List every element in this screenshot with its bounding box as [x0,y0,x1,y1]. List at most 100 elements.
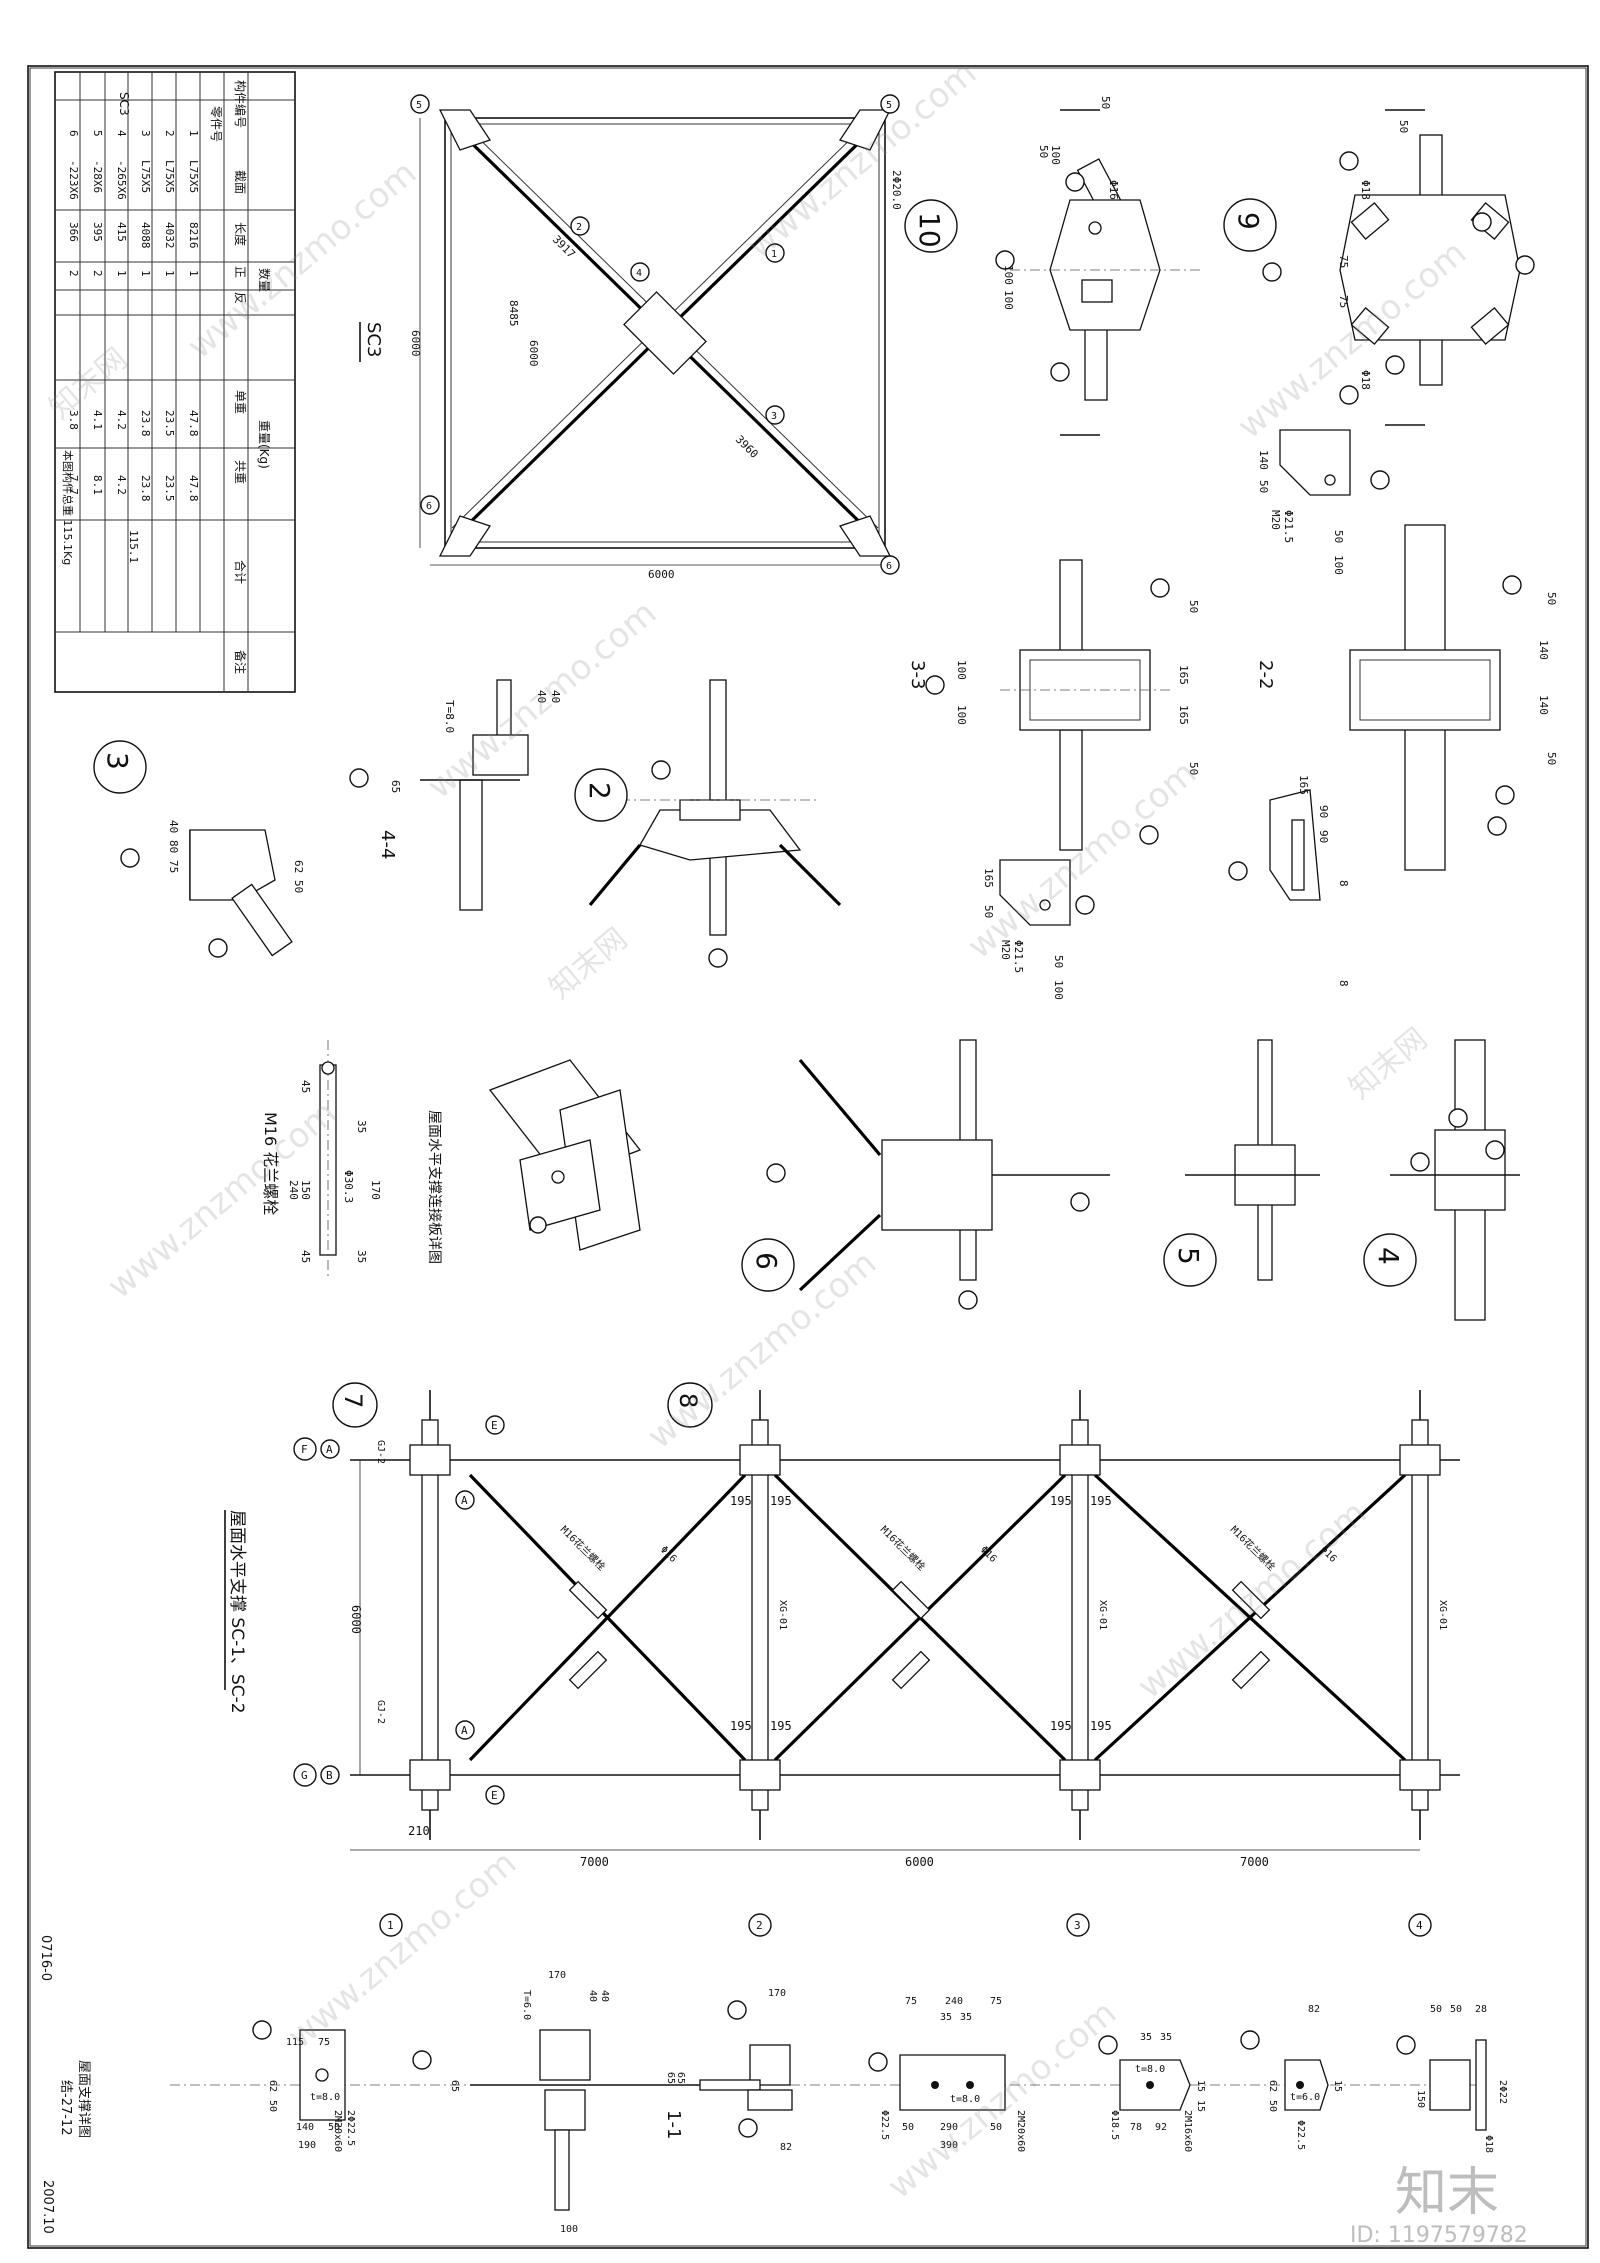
table-row: 3.8 [67,410,80,430]
sc3-mark: 3 [771,411,777,422]
plate-b-dim: M20 [999,940,1012,960]
dim-f: 82 [1308,2004,1320,2015]
dim-g: 150 [1415,2090,1426,2108]
dim-a: t=8.0 [310,2092,340,2103]
dim-d: 390 [940,2140,958,2151]
table-row: 23.8 [139,410,152,437]
plan-gusset: 195 [1050,1719,1072,1733]
dim-f: Φ22.5 [1295,2120,1306,2150]
table-row: 2 [163,130,176,137]
plan-gusset: 195 [1050,1494,1072,1508]
plan-gusset: 195 [770,1719,792,1733]
dim-d: 75 [990,1996,1002,2007]
table-row: 2 [91,270,104,277]
sc3-dim-width: 6000 [648,568,675,581]
dim-b: 170 [548,1970,566,1981]
dim-f: 50 [1267,2100,1278,2112]
section-2-2: 2-2 140 140 50 50 [1255,524,1558,871]
detail-10: 10 50 50 100 100 100 Φ16 [904,96,1200,436]
detail-6: 6 [741,1039,1110,1310]
plan-member: XG-01 [1097,1600,1108,1630]
iso-title: 屋面水平支撑连接板详图 [426,1110,443,1264]
dim-d: 35 [940,2012,952,2023]
sheet-inner-frame [29,67,1587,2247]
plan-tag: E [491,1789,498,1802]
table-row: 415 [115,222,128,242]
plan-tag: A [461,1494,468,1507]
sec33-dim: 165 [1177,665,1190,685]
table-row: -265X6 [115,160,128,200]
detail-5-tag: 5 [1172,1247,1205,1265]
plate-c-dim: 165 [1297,775,1310,795]
sc3-mark: 2 [576,222,582,233]
plate-a-dim: 100 [1332,555,1345,575]
sec33-dim: 100 [955,705,968,725]
table-header-total: 共重 [233,460,247,484]
iso-connection: 屋面水平支撑连接板详图 [426,1059,642,1264]
table-row: 6 [67,130,80,137]
plan-gj: GJ-2 [375,1440,386,1464]
dim-e: 2M16x60 [1182,2110,1193,2152]
section-1-1-title: 1-1 [663,2110,684,2139]
dim-c: 65 [675,2072,686,2084]
dim-e: t=8.0 [1135,2064,1165,2075]
watermark-brand: 知末网 [543,921,634,1006]
plate-b-dim: 165 [982,868,995,888]
dim-f: 15 [1332,2080,1343,2092]
dim-d: Φ22.5 [879,2110,890,2140]
table-header-remark: 备注 [233,650,248,674]
bottom-detail-g: 50 50 28 Φ18 150 2Φ22 [1396,2004,1508,2153]
dim-b: 40 [587,1990,598,2002]
grid-col: 2 [756,1919,763,1932]
detail-4: 4 [1363,1039,1520,1321]
watermark-site: www.znzmo.com [280,1843,524,2057]
dim-g: Φ18 [1483,2135,1494,2153]
detail-3-tag: 3 [101,752,134,770]
grid-row: F [301,1443,308,1456]
plan-tag: E [491,1419,498,1432]
dim-a: 75 [318,2037,330,2048]
table-row: 3 [139,130,152,137]
dim-d: 75 [905,1996,917,2007]
sc3-bolt-note: 2Φ20.0 [890,170,903,210]
grid-col: 4 [1416,1919,1423,1932]
dim-e: 35 [1160,2032,1172,2043]
sc3-mark: 1 [771,249,777,260]
table-row: 23.5 [163,475,176,502]
table-row: L75X5 [163,160,176,193]
bottom-detail-e: 35 35 t=8.0 78 92 15 15 Φ18.5 2M16x60 [1098,2032,1206,2152]
dim-e: 15 [1195,2100,1206,2112]
m16-turnbuckle: M16 花兰螺栓 35 45 150 240 45 35 170 Φ30.3 [261,1040,382,1280]
plate-a-dim: 50 [1257,480,1270,493]
dim-a: 2M20x60 [332,2110,343,2152]
dim-a: 140 [296,2122,314,2133]
plate-a-dim: 140 [1257,450,1270,470]
table-title: SC3 [117,92,131,116]
detail-3-dim: 75 [167,860,180,873]
sec22-dim: 140 [1537,640,1550,660]
bracing-plan: 7000 6000 7000 6000 210 195 195 195 195 … [224,1382,1460,1937]
grid-row: G [301,1769,308,1782]
detail-10-dim: Φ16 [1107,180,1120,200]
plan-rod: Φ16 [978,1544,999,1565]
detail-4-tag: 4 [1372,1247,1405,1265]
dim-c: 82 [780,2142,792,2153]
dim-a: 50 [267,2100,278,2112]
table-subtotal: 115.1 [127,530,140,563]
plan-gusset: 195 [1090,1494,1112,1508]
dim-d: 35 [960,2012,972,2023]
detail-9: 9 50 75 75 Φ18 Φ18 [1223,109,1535,426]
table-footer: 本图构件总重 115.1Kg [61,450,75,565]
sec22-dim: 140 [1537,695,1550,715]
table-row: 23.5 [163,410,176,437]
plate-c-dim: 8 [1337,880,1350,887]
detail-10-label: 50 [1099,96,1112,109]
table-row: 1 [163,270,176,277]
watermark-id: ID: 1197579782 [1350,2223,1528,2248]
table-row: 1 [187,130,200,137]
dim-g: 50 [1430,2004,1442,2015]
sc3-dim-slope: 6000 [527,340,540,367]
detail-10-dim: 100 [1049,145,1062,165]
plan-turnbuckle: M16花兰螺栓 [878,1523,928,1573]
